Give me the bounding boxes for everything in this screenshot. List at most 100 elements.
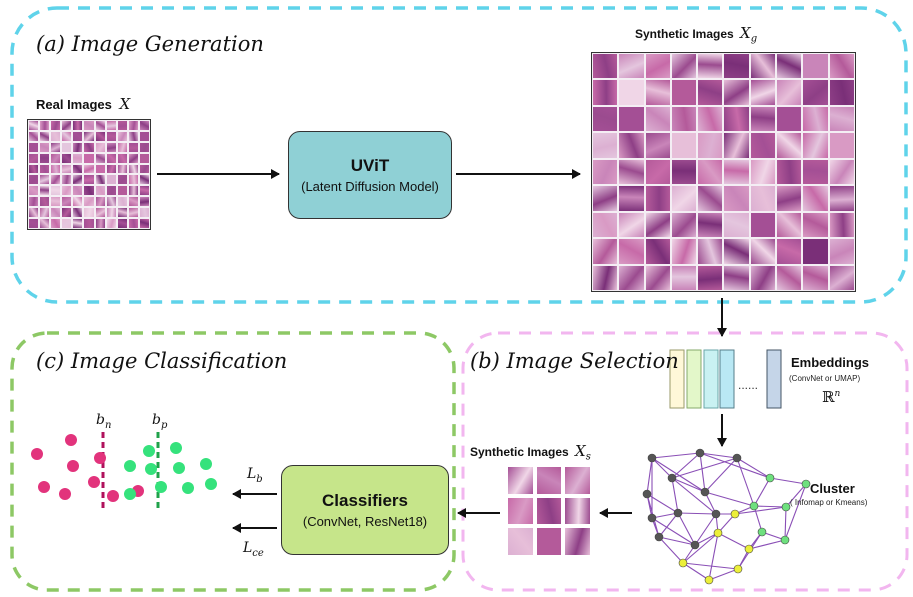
synthetic-image-tile [723,132,750,159]
negative-sample-point [107,490,119,502]
positive-sample-point [173,462,185,474]
synthetic-image-tile [749,132,777,159]
graph-edge [769,477,807,485]
real-image-tile [72,163,84,175]
real-image-tile [138,163,150,175]
graph-node-yellow [730,509,740,519]
synthetic-image-tile [618,132,645,159]
synthetic-image-tile [802,238,829,265]
synthetic-image-tile [644,211,671,239]
graph-edge [748,539,786,550]
real-image-tile [83,218,95,229]
real-image-tile [94,174,106,186]
synthetic-image-tile [802,158,829,186]
synthetic-image-tile [618,238,645,265]
real-image-tile [138,120,150,131]
synthetic-image-tile [592,158,619,186]
synthetic-image-tile [749,79,777,106]
synthetic-image-tile [670,264,698,291]
selected-image-tile [506,526,535,557]
graph-edge [658,536,696,546]
synthetic-image-tile [749,264,777,291]
generation-title: (a) Image Generation [36,32,264,56]
synthetic-image-tile [828,53,855,80]
real-image-tile [28,163,40,175]
graph-edge [671,457,738,479]
real-image-tile [50,120,62,131]
graph-edge [682,562,739,570]
embeddings-subtitle: (ConvNet or UMAP) [789,374,861,383]
synthetic-image-tile [697,79,724,106]
real-image-tile [50,141,62,153]
real-image-tile [138,141,150,153]
real-image-tile [39,207,51,219]
graph-edge [708,568,739,581]
synthetic-image-tile [670,211,698,239]
graph-node-dark [667,473,677,483]
real-image-tile [138,207,150,219]
real-image-tile [39,163,51,175]
synthetic-image-tile [828,211,855,239]
synthetic-image-tile [776,238,803,265]
real-image-tile [127,120,139,131]
cluster-title: Cluster [810,481,855,496]
boundary-negative-label: bn [96,412,112,431]
synthetic-image-tile [749,211,777,239]
synthetic-image-tile [828,238,855,265]
cluster-subtitle: ( Infomap or Kmeans) [790,498,868,507]
graph-edge [784,483,807,541]
synthetic-image-tile [697,132,724,159]
embeddings-title: Embeddings [791,355,870,370]
positive-sample-point [170,442,182,454]
negative-sample-point [59,488,71,500]
graph-node-dark [732,453,742,463]
synthetic-image-tile [670,185,698,212]
synthetic-image-tile [776,158,803,186]
synthetic-image-tile [670,53,698,80]
positive-sample-point [182,482,194,494]
synthetic-image-tile [592,238,619,265]
synthetic-image-tile [723,53,750,80]
selected-image-tile [563,526,592,557]
synthetic-image-tile [670,79,698,106]
synthetic-image-tile [723,79,750,106]
embedding-bar-5 [766,349,782,409]
positive-sample-point [145,463,157,475]
synthetic-image-tile [802,264,829,291]
graph-node-dark [700,487,710,497]
loss-b-label: Lb [247,466,263,485]
real-image-tile [28,174,40,186]
real-image-tile [116,196,128,208]
real-image-tile [50,218,62,229]
real-image-tile [50,207,62,219]
real-image-tile [116,141,128,153]
real-image-tile [61,174,73,186]
synthetic-image-tile [749,185,777,212]
graph-edge [694,532,719,546]
graph-node-green [765,473,775,483]
synthetic-image-tile [776,79,803,106]
graph-node-dark [642,489,652,499]
synthetic-image-tile [776,132,803,159]
graph-edge [651,452,701,459]
synthetic-image-tile [697,105,724,133]
synthetic-image-tile [802,211,829,239]
real-image-tile [94,163,106,175]
synthetic-image-tile [828,132,855,159]
real-image-tile [127,196,139,208]
real-image-tile [83,120,95,131]
real-image-tile [94,196,106,208]
synthetic-image-tile [592,53,619,80]
synthetic-image-tile [749,238,777,265]
synthetic-image-tile [723,264,750,291]
boundary-positive-label: bp [152,412,168,431]
real-image-tile [116,120,128,131]
real-image-tile [127,218,139,229]
graph-node-yellow [744,544,754,554]
synthetic-image-tile [723,211,750,239]
real-image-tile [138,185,150,197]
graph-node-green [801,479,811,489]
graph-node-dark [647,513,657,523]
classification-points [31,434,217,502]
